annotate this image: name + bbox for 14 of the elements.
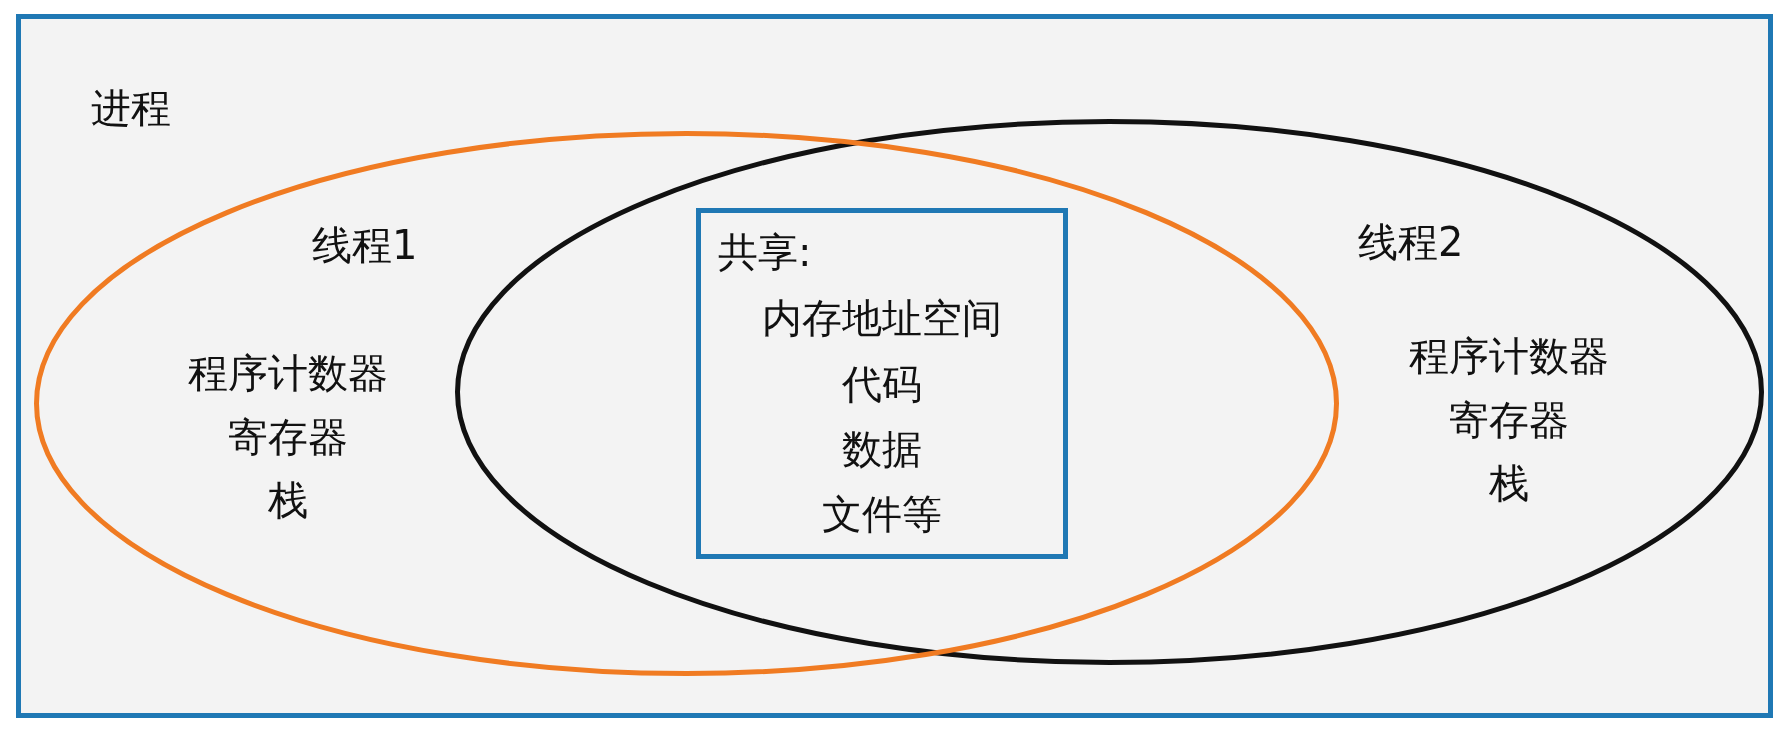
list-item: 文件等	[822, 490, 942, 538]
list-item: 内存地址空间	[762, 294, 1002, 342]
list-item: 数据	[842, 425, 922, 473]
list-item: 栈	[268, 476, 308, 524]
list-item: 寄存器	[1449, 396, 1569, 444]
shared-label: 共享:	[718, 228, 812, 276]
thread-label: 线程2	[1358, 218, 1464, 266]
list-item: 程序计数器	[188, 349, 388, 397]
list-item: 程序计数器	[1409, 332, 1609, 380]
list-item: 栈	[1489, 459, 1529, 507]
process-label: 进程	[91, 84, 171, 132]
thread-label: 线程1	[312, 221, 418, 269]
list-item: 代码	[842, 360, 922, 408]
list-item: 寄存器	[228, 413, 348, 461]
